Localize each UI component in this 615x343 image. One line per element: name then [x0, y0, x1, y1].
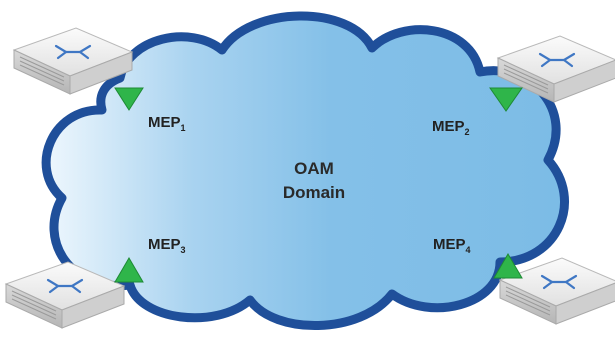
oam-domain-cloud: [41, 11, 569, 330]
mep4-triangle-icon: [493, 253, 523, 279]
router-icon-bottom-right: [498, 256, 615, 326]
mep1-triangle-icon: [114, 87, 144, 111]
mep3-triangle-icon: [114, 257, 144, 283]
domain-label-line2: Domain: [283, 183, 345, 202]
mep4-label: MEP4: [433, 236, 471, 255]
domain-label-line1: OAM: [294, 159, 334, 178]
mep1-label: MEP1: [148, 114, 186, 133]
mep2-triangle-icon: [489, 87, 523, 112]
mep2-label: MEP2: [432, 118, 470, 137]
mep3-label: MEP3: [148, 236, 186, 255]
